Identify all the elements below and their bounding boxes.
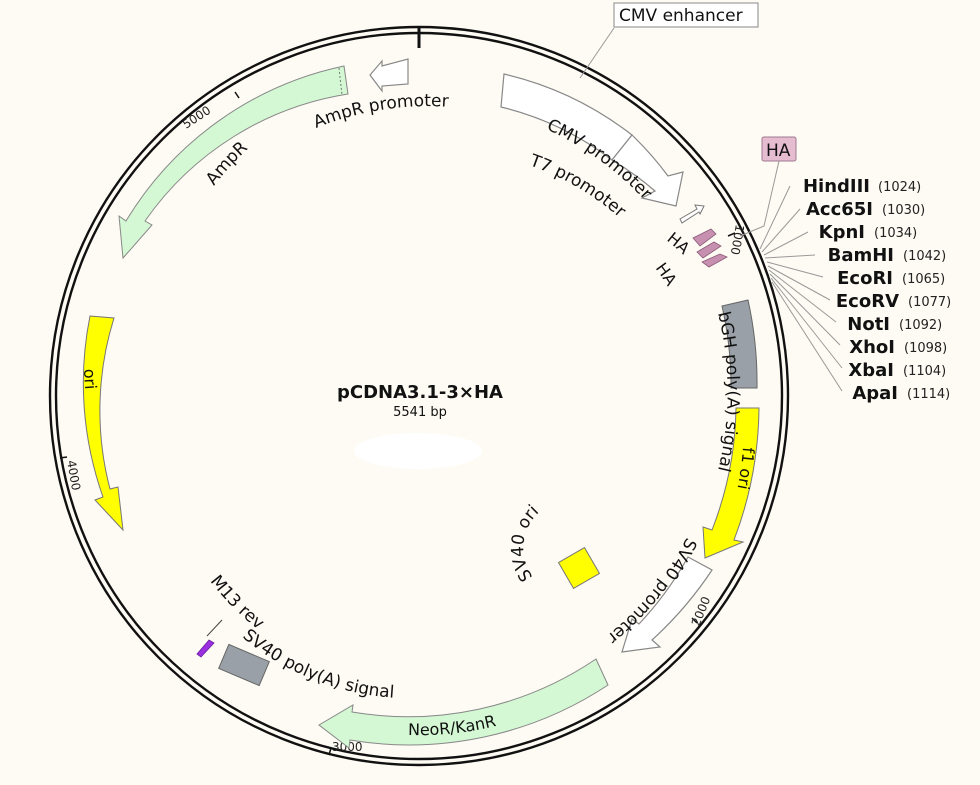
f1-ori-feature (702, 407, 760, 559)
m13-rev-feature (196, 639, 215, 658)
blank-white-patch (354, 433, 482, 469)
ha-callout-label: HA (766, 141, 791, 161)
ampr-feature (118, 65, 349, 260)
sv40-polya-feature (218, 643, 270, 687)
cmv-enhancer-label: CMV enhancer (619, 6, 743, 26)
neor-kanr-feature (318, 658, 609, 749)
ha-label-1: HA (664, 228, 694, 258)
tick-label-4000: 4000 (64, 459, 83, 492)
tick-label-5000: 5000 (180, 103, 213, 131)
scale-ticks (59, 91, 736, 756)
bgh-polya-feature (721, 299, 758, 389)
ha-tags (692, 228, 728, 268)
site-pos-bamhi: (1042) (903, 249, 946, 264)
site-pos-ecori: (1065) (902, 272, 945, 287)
site-name-apai: ApaI (852, 383, 898, 404)
cmv-enhancer-feature (500, 73, 633, 161)
site-pos-noti: (1092) (899, 318, 942, 333)
sv40-ori-label: SV40 ori (508, 501, 543, 585)
site-name-hindiii: HindIII (803, 176, 870, 197)
site-name-kpni: KpnI (819, 222, 865, 243)
m13-rev-label: M13 rev (206, 572, 268, 634)
site-name-xbai: XbaI (848, 360, 894, 381)
site-name-noti: NotI (847, 314, 890, 335)
restriction-site-list: HindIII (1024) Acc65I (1030) KpnI (1034)… (803, 176, 951, 404)
t7-promoter-feature (679, 204, 705, 224)
site-name-bamhi: BamHI (828, 245, 894, 266)
plasmid-name: pCDNA3.1-3×HA (337, 382, 503, 403)
site-name-ecori: EcoRI (837, 268, 893, 289)
site-pos-xbai: (1104) (903, 364, 946, 379)
sv40-ori-feature (557, 546, 601, 590)
sv40-promoter-feature (621, 556, 713, 653)
ha-label-2: HA (652, 259, 681, 289)
plasmid-size: 5541 bp (393, 405, 447, 420)
cmv-enhancer-leader (579, 27, 615, 79)
ha-callout-leader (739, 160, 780, 237)
site-pos-apai: (1114) (907, 387, 950, 402)
cmv-enhancer-label-box (613, 2, 759, 28)
tick-label-1000: 1000 (728, 223, 747, 256)
site-pos-ecorv: (1077) (908, 295, 951, 310)
site-name-acc65i: Acc65I (806, 199, 873, 220)
site-pos-hindiii: (1024) (878, 180, 921, 195)
site-name-xhoi: XhoI (849, 337, 895, 358)
site-pos-kpni: (1034) (874, 226, 917, 241)
m13-rev-leader (206, 619, 223, 637)
site-pos-acc65i: (1030) (882, 203, 925, 218)
ori-feature (82, 315, 124, 532)
site-name-ecorv: EcoRV (836, 291, 899, 312)
site-pos-xhoi: (1098) (904, 341, 947, 356)
ampr-promoter-feature (369, 58, 409, 93)
cmv-promoter-feature (611, 134, 684, 207)
ampr-dotted-boundary (338, 67, 343, 96)
backbone-outer (48, 25, 790, 767)
restriction-site-leaders (759, 185, 843, 392)
ori-label: ori (80, 368, 100, 390)
